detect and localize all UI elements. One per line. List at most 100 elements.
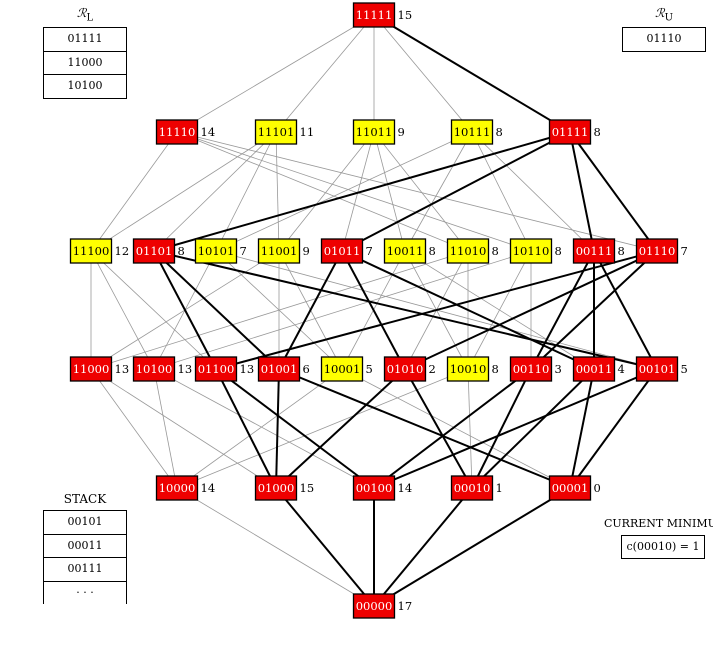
node-cost: 8 <box>492 362 499 376</box>
lattice-edge <box>176 487 375 607</box>
lattice-edge <box>275 14 375 133</box>
node-box <box>254 475 298 501</box>
node-box <box>635 238 679 264</box>
lattice-edge <box>278 131 375 252</box>
node-label: 01001 <box>261 362 298 376</box>
node-cost: 1 <box>496 481 503 495</box>
rl-panel: ℛL 01111 11000 10100 <box>43 6 127 99</box>
node-cost: 7 <box>681 244 688 258</box>
node-box <box>155 119 199 145</box>
lattice-edge <box>341 368 571 489</box>
node-cost: 17 <box>398 599 413 613</box>
node-cost: 8 <box>178 244 185 258</box>
lattice-edge <box>471 131 532 252</box>
highlighted-edge <box>373 368 532 489</box>
node-box <box>257 238 301 264</box>
lattice-edge <box>176 131 469 252</box>
node-label: 00100 <box>356 481 393 495</box>
highlighted-edge <box>569 368 595 489</box>
node-cost: 5 <box>366 362 373 376</box>
lattice-edge <box>90 368 277 489</box>
highlighted-edge <box>373 487 571 607</box>
lattice-node: 01011 7 <box>320 238 373 264</box>
node-box <box>69 356 113 382</box>
node-cost: 13 <box>178 362 193 376</box>
lattice-edge <box>404 131 473 252</box>
node-cost: 8 <box>496 125 503 139</box>
lattice-edge <box>90 250 469 370</box>
node-label: 10101 <box>198 244 235 258</box>
lattice-edge <box>153 368 375 489</box>
node-cost: 14 <box>201 481 216 495</box>
stack-item: · · · <box>76 585 94 599</box>
node-box <box>132 238 176 264</box>
node-label: 10001 <box>324 362 361 376</box>
node-box <box>450 119 494 145</box>
highlighted-edge <box>404 368 473 489</box>
highlighted-edge <box>215 368 277 489</box>
lattice-edge <box>215 131 473 252</box>
node-cost: 0 <box>594 481 601 495</box>
node-box <box>69 238 113 264</box>
node-label: 11100 <box>73 244 110 258</box>
stack-item: 00011 <box>44 535 126 558</box>
node-label: 01101 <box>136 244 173 258</box>
highlighted-edge <box>275 368 280 489</box>
ru-list: 01110 <box>622 27 706 52</box>
node-cost: 8 <box>492 244 499 258</box>
lattice-edge <box>90 250 217 370</box>
node-box <box>352 2 396 28</box>
lattice-edge <box>176 131 532 252</box>
lattice-edge <box>176 131 658 252</box>
stack-title: STACK <box>63 492 107 506</box>
highlighted-edge <box>373 487 473 607</box>
node-box <box>509 238 553 264</box>
highlighted-edge <box>278 368 571 489</box>
node-cost: 7 <box>366 244 373 258</box>
node-label: 01011 <box>324 244 361 258</box>
node-box <box>320 238 364 264</box>
lattice-edge <box>373 14 473 133</box>
node-cost: 6 <box>303 362 310 376</box>
lattice-edges <box>90 14 658 607</box>
lattice-edge <box>90 131 277 252</box>
node-cost: 5 <box>681 362 688 376</box>
lattice-edge <box>215 131 277 252</box>
lattice-edge <box>153 368 178 489</box>
node-box <box>320 356 364 382</box>
highlighted-edge <box>341 131 571 252</box>
rl-list: 01111 11000 10100 <box>43 27 127 99</box>
rl-item: 10100 <box>67 79 103 93</box>
node-cost: 13 <box>240 362 255 376</box>
node-box <box>194 356 238 382</box>
node-box <box>548 475 592 501</box>
lattice-edge <box>341 131 375 252</box>
stack-panel: STACK 00101 00011 00111 · · · <box>43 492 127 604</box>
lattice-edge <box>467 368 473 489</box>
node-box <box>450 475 494 501</box>
lattice-edge <box>176 368 343 489</box>
lattice-node: 01001 6 <box>257 356 310 382</box>
node-label: 11110 <box>159 125 196 139</box>
ru-title: ℛU <box>654 6 673 24</box>
node-box <box>155 475 199 501</box>
